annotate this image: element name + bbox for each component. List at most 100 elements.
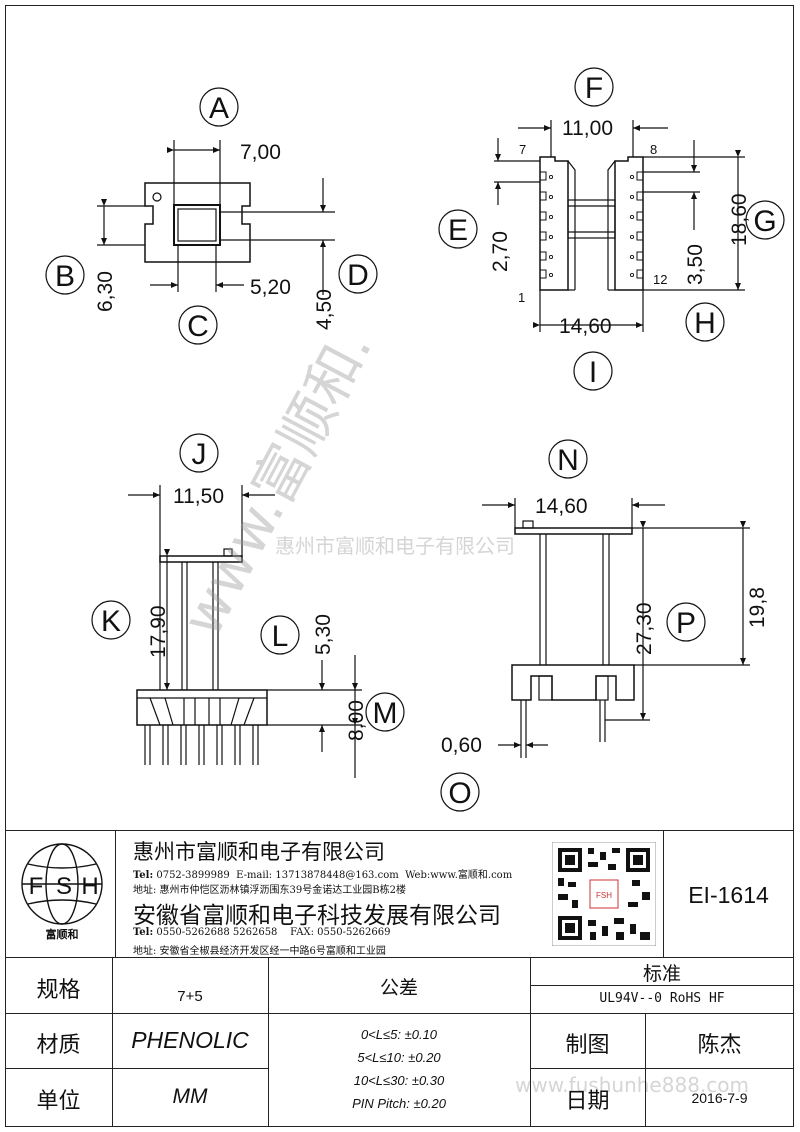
grid-row-1-left	[5, 1013, 268, 1014]
unit-label: 单位	[36, 1089, 81, 1114]
watermark-company: 惠州市富顺和电子有限公司	[275, 534, 515, 558]
title-block-top-line	[5, 830, 794, 831]
dim-end-total-height: 27,30	[633, 602, 656, 655]
qr-code: FSH	[552, 842, 656, 946]
tolerance-line-2: 5<L≤10: ±0.20	[357, 1050, 441, 1065]
logo-caption: 富顺和	[46, 927, 79, 940]
dim-front-top-width: 11,50	[173, 485, 224, 508]
balloon-letter-a: A	[209, 92, 229, 125]
logo-divider	[115, 830, 116, 957]
balloon-letter-k: K	[101, 605, 121, 638]
email-label: E-mail:	[236, 870, 273, 881]
company2-tel: 0550-5262688 5262658	[156, 927, 278, 938]
logo-letter-f: F	[29, 873, 44, 900]
watermark-url: www.fushunhe888.com	[515, 1073, 749, 1097]
balloon-letter-c: C	[187, 310, 209, 343]
grid-col-2	[268, 957, 269, 1127]
dim-side-pitch-right: 3,50	[684, 244, 707, 285]
grid-row-2-left	[5, 1068, 268, 1069]
tolerance-line-1: 0<L≤5: ±0.10	[360, 1027, 438, 1042]
tolerance-label: 公差	[379, 977, 418, 999]
front-view	[91, 433, 405, 778]
unit-value: MM	[172, 1085, 208, 1108]
tolerance-line-3: 10<L≤30: ±0.30	[353, 1073, 445, 1088]
balloon-letter-e: E	[448, 214, 468, 247]
tel-label-2: Tel:	[133, 927, 154, 938]
material-value: PHENOLIC	[131, 1027, 249, 1053]
balloon-letter-i: I	[589, 356, 597, 389]
balloon-letter-o: O	[448, 777, 471, 810]
balloon-letter-j: J	[192, 438, 207, 471]
standard-value: UL94V--0 RoHS HF	[599, 991, 725, 1006]
part-number: EI-1614	[688, 882, 769, 908]
date-label: 日期	[565, 1089, 610, 1114]
dim-top-height-right: 4,50	[313, 289, 336, 330]
fsh-logo: F S H 富顺和	[21, 843, 103, 940]
company1-name: 惠州市富顺和电子有限公司	[133, 840, 385, 864]
dim-front-height: 17,90	[147, 605, 170, 658]
title-block-divider	[5, 957, 794, 958]
grid-col-1	[112, 957, 113, 1127]
dim-top-height-left: 6,30	[94, 271, 117, 312]
grid-row-1-right	[530, 1013, 794, 1014]
drawn-label: 制图	[565, 1033, 610, 1058]
balloon-letter-d: D	[347, 259, 369, 292]
company1-email: 13713878448@163.com	[275, 870, 399, 881]
company2-fax: 0550-5262669	[317, 927, 391, 938]
dim-end-top-width: 14,60	[535, 495, 588, 518]
spec-label: 规格	[36, 978, 81, 1003]
balloon-letter-n: N	[557, 444, 579, 477]
company1-web: www.富顺和.com	[430, 870, 513, 881]
dim-front-base: 8,00	[345, 700, 368, 741]
grid-col-4	[645, 1013, 646, 1127]
date-value: 2016-7-9	[691, 1090, 748, 1106]
balloon-letter-m: M	[373, 697, 398, 730]
standard-label: 标准	[642, 963, 681, 985]
fax-label: FAX:	[290, 927, 314, 938]
spec-value: 7+5	[177, 988, 203, 1005]
end-view	[440, 439, 750, 812]
material-label: 材质	[36, 1033, 81, 1058]
dim-side-pitch-left: 2,70	[489, 231, 512, 272]
tolerance-divider	[268, 1013, 530, 1014]
company1-address: 地址: 惠州市仲恺区沥林镇浮沥围东39号金诺达工业园B栋2楼	[133, 885, 406, 896]
dim-end-pin-dia: 0,60	[441, 734, 482, 757]
balloon-letter-p: P	[676, 607, 696, 640]
qr-caption: FSH	[596, 891, 612, 900]
logo-letter-h: H	[81, 873, 98, 900]
side-view	[438, 67, 785, 391]
grid-col-3	[530, 957, 531, 1127]
sheet-border	[5, 5, 794, 1127]
pin-label-12: 12	[653, 272, 667, 287]
standard-divider	[530, 985, 794, 986]
company2-contact: Tel: 0550-5262688 5262658 FAX: 0550-5262…	[133, 927, 391, 938]
balloon-letter-b: B	[55, 260, 75, 293]
company1-contact: Tel: 0752-3899989 E-mail: 13713878448@16…	[133, 866, 512, 881]
pin-label-7: 7	[519, 142, 526, 157]
company2-name: 安徽省富顺和电子科技发展有限公司	[133, 903, 501, 929]
pin-label-1: 1	[518, 290, 525, 305]
dim-top-width-bottom: 5,20	[250, 276, 291, 299]
company2-address: 地址: 安徽省全椒县经济开发区经一中路6号富顺和工业园	[133, 946, 386, 957]
balloon-letter-l: L	[272, 620, 289, 653]
dim-front-upper: 5,30	[312, 614, 335, 655]
balloon-letter-f: F	[585, 72, 603, 105]
balloon-letter-g: G	[753, 205, 776, 238]
dim-side-bottom-width: 14,60	[559, 315, 612, 338]
drawn-value: 陈杰	[697, 1033, 742, 1058]
tel-label: Tel:	[133, 870, 154, 881]
dim-end-upper-height: 19,8	[746, 587, 769, 628]
tolerance-line-4: PIN Pitch: ±0.20	[352, 1096, 446, 1111]
dim-side-height: 18,60	[728, 193, 751, 246]
logo-letter-s: S	[56, 873, 72, 900]
balloon-letter-h: H	[694, 307, 716, 340]
pin-label-8: 8	[650, 142, 657, 157]
dim-top-width: 7,00	[240, 141, 281, 164]
top-view	[45, 87, 378, 345]
company1-tel: 0752-3899989	[156, 870, 230, 881]
grid-row-2-right	[530, 1068, 794, 1069]
pn-divider	[663, 830, 664, 957]
web-label: Web:	[405, 870, 431, 881]
dim-side-top-width: 11,00	[562, 117, 613, 140]
